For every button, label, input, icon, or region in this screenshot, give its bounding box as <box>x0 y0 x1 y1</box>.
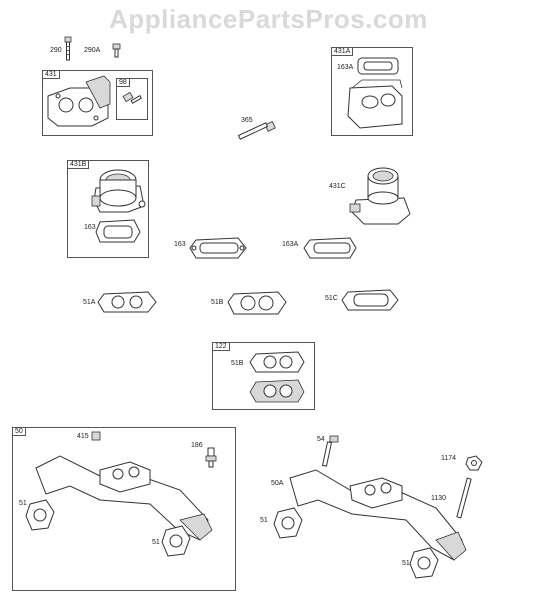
throttle-body-431b-drawing <box>91 169 146 213</box>
part-label-290a: 290A <box>84 47 101 54</box>
adapter-431a-drawing <box>347 79 403 129</box>
part-label-163: 163 <box>174 241 186 248</box>
part-label-51b: 51B <box>211 299 224 306</box>
gasket-51-left1-drawing <box>25 499 55 531</box>
part-label-51a: 51A <box>83 299 96 306</box>
part-label-51-left2: 51 <box>152 539 160 546</box>
intake-manifold-50-drawing <box>35 455 213 541</box>
fitting-186-drawing <box>205 447 217 468</box>
nut-1174-drawing <box>465 455 483 471</box>
screw-290a-drawing <box>112 43 121 58</box>
gasket-kit-122-drawing <box>249 351 305 403</box>
gasket-51c-drawing <box>341 289 399 311</box>
watermark: AppliancePartsPros.com <box>109 4 428 34</box>
bolt-54-drawing <box>321 435 339 467</box>
bolt-290-drawing <box>64 36 72 61</box>
part-label-365: 365 <box>241 117 253 124</box>
part-label-186: 186 <box>191 442 203 449</box>
kit-label-122: 122 <box>212 342 230 351</box>
part-label-51-right2: 51 <box>402 560 410 567</box>
carburetor-431-drawing <box>47 75 111 127</box>
kit-box-98 <box>116 78 148 120</box>
plug-415-drawing <box>91 431 101 441</box>
kit-label-50: 50 <box>12 427 26 436</box>
part-label-51b-box: 51B <box>231 360 244 367</box>
gasket-51a-drawing <box>97 291 157 313</box>
part-label-431c: 431C <box>329 183 346 190</box>
screw-98-drawing <box>122 91 143 104</box>
bolt-365-drawing <box>237 121 276 140</box>
part-label-51-right1: 51 <box>260 517 268 524</box>
kit-box-50 <box>12 427 236 591</box>
throttle-body-431c-drawing <box>349 167 411 225</box>
kit-label-431b: 431B <box>67 160 90 169</box>
gasket-163a-drawing <box>303 237 357 259</box>
part-label-290: 290 <box>50 47 62 54</box>
part-label-163a: 163A <box>282 241 299 248</box>
kit-label-431a: 431A <box>331 47 354 56</box>
gasket-51b-drawing <box>227 291 287 315</box>
part-label-51c: 51C <box>325 295 338 302</box>
part-label-1130: 1130 <box>431 495 447 502</box>
gasket-163-box-drawing <box>95 219 141 243</box>
part-label-98: 98 <box>116 78 130 87</box>
part-label-54: 54 <box>317 436 325 443</box>
part-label-163-box: 163 <box>84 224 96 231</box>
gasket-51-left2-drawing <box>161 525 191 557</box>
stud-1130-drawing <box>456 477 472 519</box>
kit-label-431: 431 <box>42 70 60 79</box>
part-label-415: 415 <box>77 433 89 440</box>
gasket-163-drawing <box>189 237 247 259</box>
part-label-51-left1: 51 <box>19 500 27 507</box>
gasket-163a-box-drawing <box>357 57 399 75</box>
part-label-163a-box: 163A <box>337 64 354 71</box>
gasket-51-right1-drawing <box>273 507 303 539</box>
part-label-50a: 50A <box>271 480 284 487</box>
intake-manifold-50a-drawing <box>289 469 467 561</box>
gasket-51-right2-drawing <box>409 547 439 579</box>
part-label-1174: 1174 <box>441 455 457 462</box>
